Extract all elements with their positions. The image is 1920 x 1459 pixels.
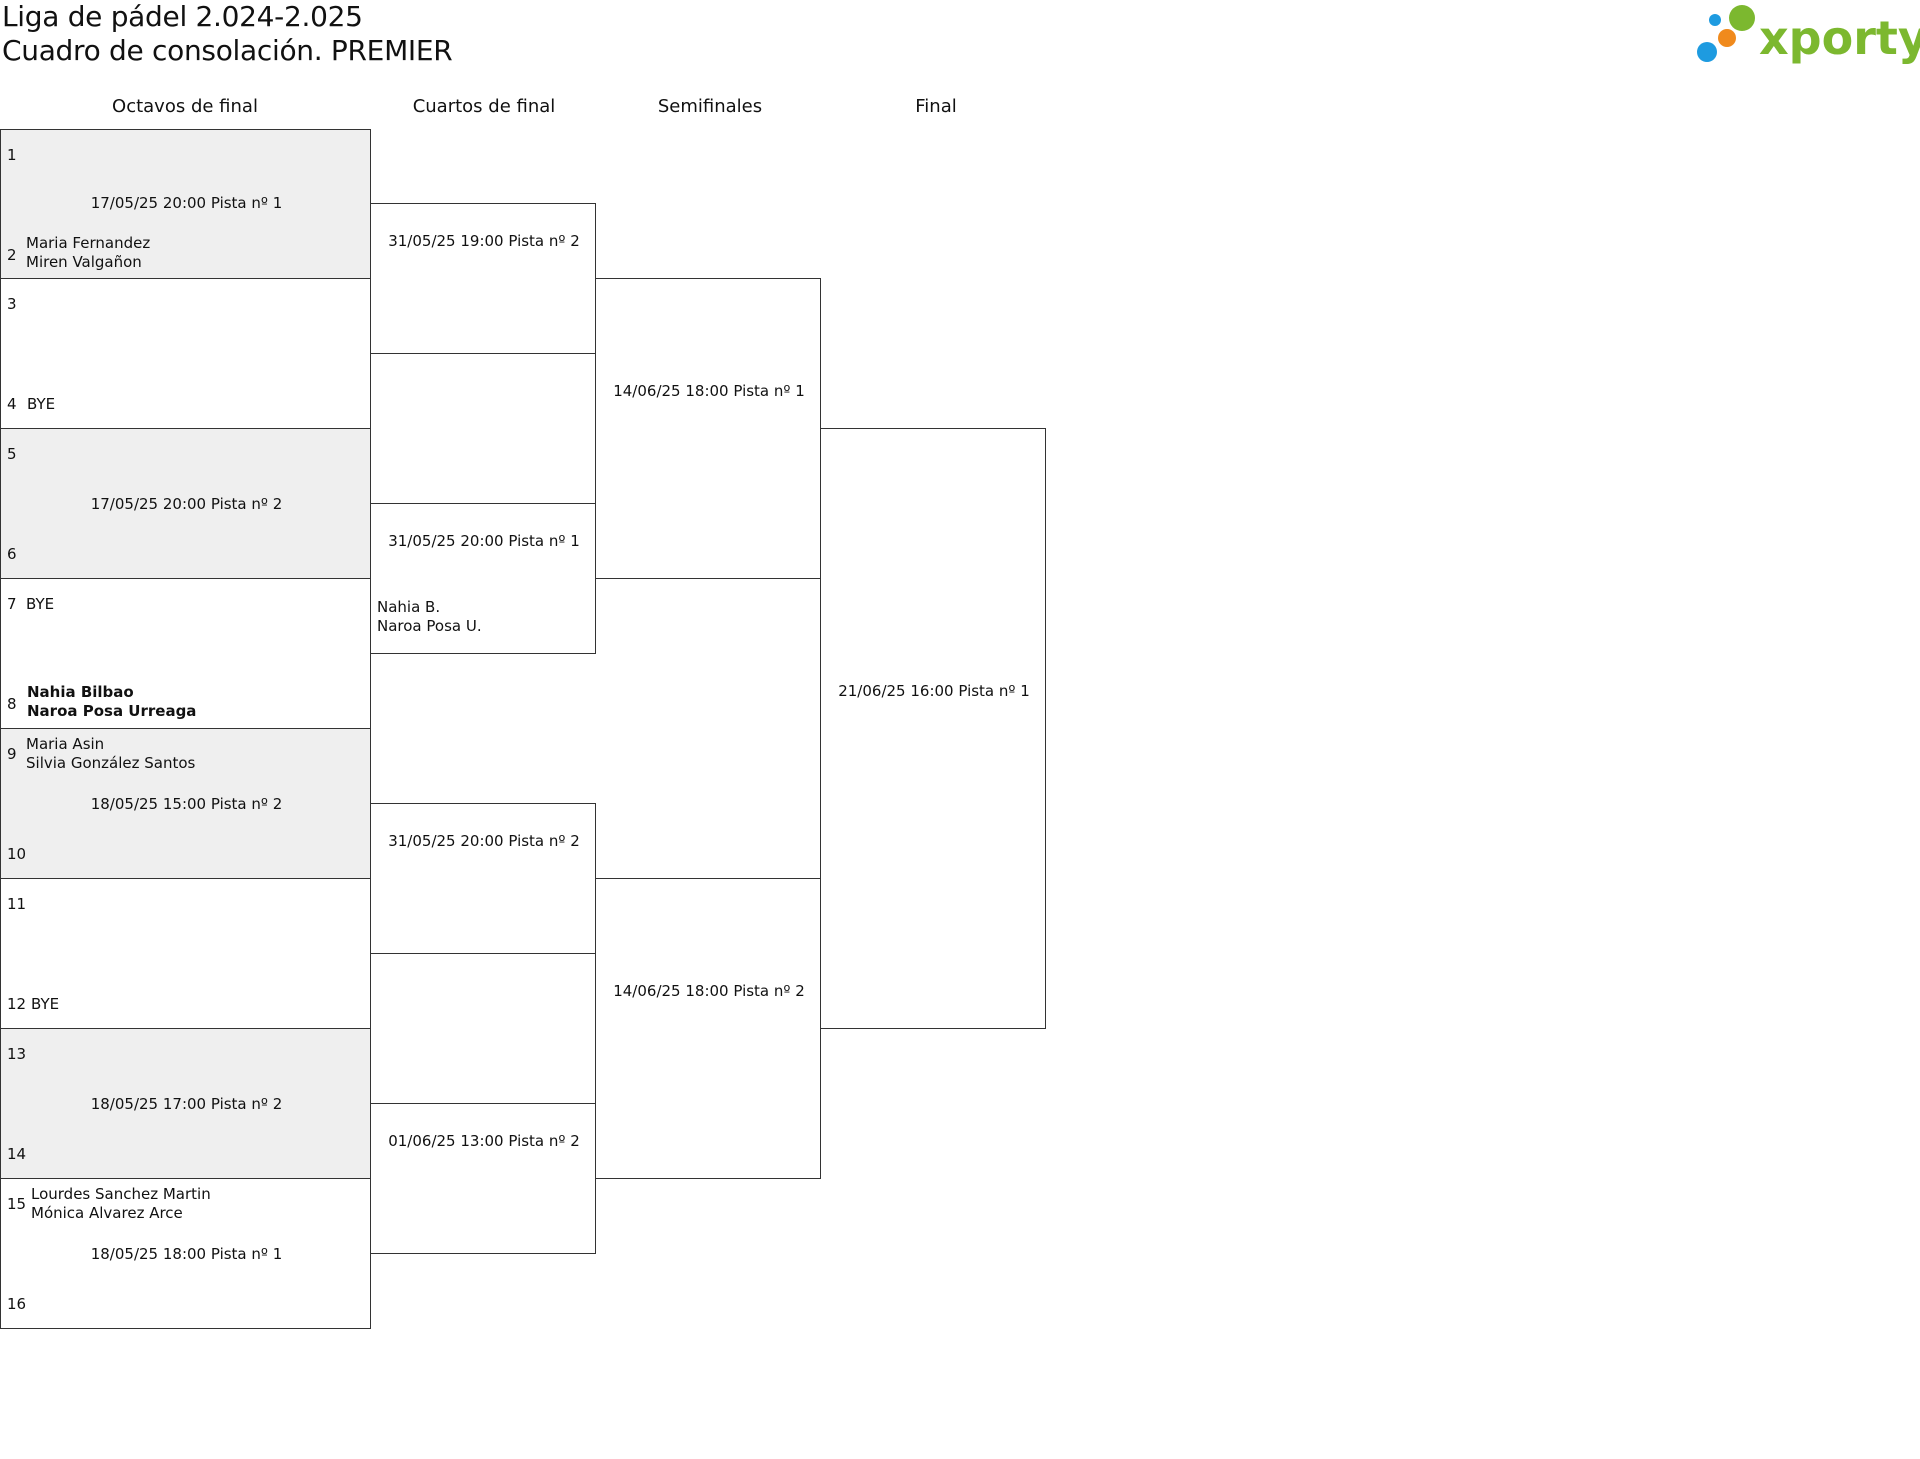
round-header-sf: Semifinales	[657, 96, 763, 117]
slot-number: 6	[7, 545, 17, 563]
player-name: BYE	[26, 595, 55, 613]
slot-number: 16	[7, 1295, 27, 1313]
player-name: Naroa Posa Urreaga	[27, 702, 197, 720]
r16-match-1: 1 17/05/25 20:00 Pista nº 1 2 Maria Fern…	[0, 129, 371, 279]
round-header-final: Final	[915, 96, 957, 117]
r16-match-4: 7 BYE 8 Nahia Bilbao Naroa Posa Urreaga	[0, 578, 371, 729]
slot-number: 14	[7, 1145, 27, 1163]
r16-match-8: 15 Lourdes Sanchez Martin Mónica Alvarez…	[0, 1178, 371, 1329]
r16-match-3: 5 17/05/25 20:00 Pista nº 2 6	[0, 428, 371, 579]
team-name: Maria Fernandez Miren Valgañon	[26, 234, 150, 272]
r16-match-6: 11 12 BYE	[0, 878, 371, 1029]
logo-dot-green	[1729, 5, 1755, 31]
match-schedule: 21/06/25 16:00 Pista nº 1	[838, 682, 1030, 700]
match-schedule: 18/05/25 15:00 Pista nº 2	[90, 795, 283, 813]
qf-match-4: 01/06/25 13:00 Pista nº 2	[370, 1103, 596, 1254]
slot-number: 2	[7, 246, 17, 264]
logo-wordmark: xporty	[1759, 11, 1920, 65]
match-schedule: 31/05/25 20:00 Pista nº 1	[388, 532, 580, 550]
r16-match-2: 3 4 BYE	[0, 278, 371, 429]
player-name: Silvia González Santos	[26, 754, 196, 772]
qf-match-3: 31/05/25 20:00 Pista nº 2	[370, 803, 596, 954]
player-name: Mónica Alvarez Arce	[31, 1204, 183, 1222]
slot-number: 9	[7, 745, 17, 763]
player-name: BYE	[31, 995, 60, 1013]
slot-number: 15	[7, 1195, 27, 1213]
qf-match-1: 31/05/25 19:00 Pista nº 2	[370, 203, 596, 354]
logo-dot-orange	[1718, 29, 1736, 47]
sf-match-1: 14/06/25 18:00 Pista nº 1	[595, 278, 821, 579]
match-schedule: 14/06/25 18:00 Pista nº 2	[613, 982, 805, 1000]
match-schedule: 14/06/25 18:00 Pista nº 1	[613, 382, 805, 400]
team-name: Lourdes Sanchez Martin Mónica Alvarez Ar…	[31, 1185, 211, 1223]
match-schedule: 31/05/25 20:00 Pista nº 2	[388, 832, 580, 850]
slot-number: 4	[7, 395, 17, 413]
sf-match-2: 14/06/25 18:00 Pista nº 2	[595, 878, 821, 1179]
player-name: Miren Valgañon	[26, 253, 142, 271]
r16-match-5: 9 Maria Asin Silvia González Santos 18/0…	[0, 728, 371, 879]
player-name: Naroa Posa U.	[377, 617, 482, 635]
page-subtitle: Cuadro de consolación. PREMIER	[2, 34, 453, 67]
slot-number: 1	[7, 146, 17, 164]
match-schedule: 18/05/25 17:00 Pista nº 2	[90, 1095, 283, 1113]
team-name: BYE	[31, 995, 59, 1014]
slot-number: 8	[7, 695, 17, 713]
player-name: Nahia Bilbao	[27, 683, 134, 701]
round-header-qf: Cuartos de final	[412, 96, 556, 117]
final-match: 21/06/25 16:00 Pista nº 1	[820, 428, 1046, 1029]
page-title: Liga de pádel 2.024-2.025	[2, 0, 363, 33]
team-name: Nahia B. Naroa Posa U.	[377, 598, 482, 636]
match-schedule: 18/05/25 18:00 Pista nº 1	[90, 1245, 283, 1263]
match-schedule: 31/05/25 19:00 Pista nº 2	[388, 232, 580, 250]
match-schedule: 17/05/25 20:00 Pista nº 1	[90, 194, 283, 212]
slot-number: 10	[7, 845, 27, 863]
slot-number: 3	[7, 295, 17, 313]
player-name: Maria Fernandez	[26, 234, 151, 252]
match-schedule: 01/06/25 13:00 Pista nº 2	[388, 1132, 580, 1150]
player-name: Lourdes Sanchez Martin	[31, 1185, 211, 1203]
xporty-logo: xporty	[1695, 4, 1920, 70]
qf-match-2: 31/05/25 20:00 Pista nº 1 Nahia B. Naroa…	[370, 503, 596, 654]
match-schedule: 17/05/25 20:00 Pista nº 2	[90, 495, 283, 513]
round-header-r16: Octavos de final	[112, 96, 258, 117]
team-name: BYE	[27, 395, 55, 414]
logo-dot-blue-large	[1697, 42, 1717, 62]
logo-dot-blue-small	[1709, 14, 1721, 26]
slot-number: 12	[7, 995, 27, 1013]
slot-number: 11	[7, 895, 27, 913]
player-name: Nahia B.	[377, 598, 441, 616]
player-name: Maria Asin	[26, 735, 105, 753]
team-name: Maria Asin Silvia González Santos	[26, 735, 195, 773]
team-name-winner: Nahia Bilbao Naroa Posa Urreaga	[27, 683, 196, 721]
xporty-logo-mark: xporty	[1697, 5, 1920, 65]
r16-match-7: 13 18/05/25 17:00 Pista nº 2 14	[0, 1028, 371, 1179]
slot-number: 7	[7, 595, 17, 613]
slot-number: 13	[7, 1045, 27, 1063]
team-name: BYE	[26, 595, 54, 614]
player-name: BYE	[27, 395, 56, 413]
slot-number: 5	[7, 445, 17, 463]
